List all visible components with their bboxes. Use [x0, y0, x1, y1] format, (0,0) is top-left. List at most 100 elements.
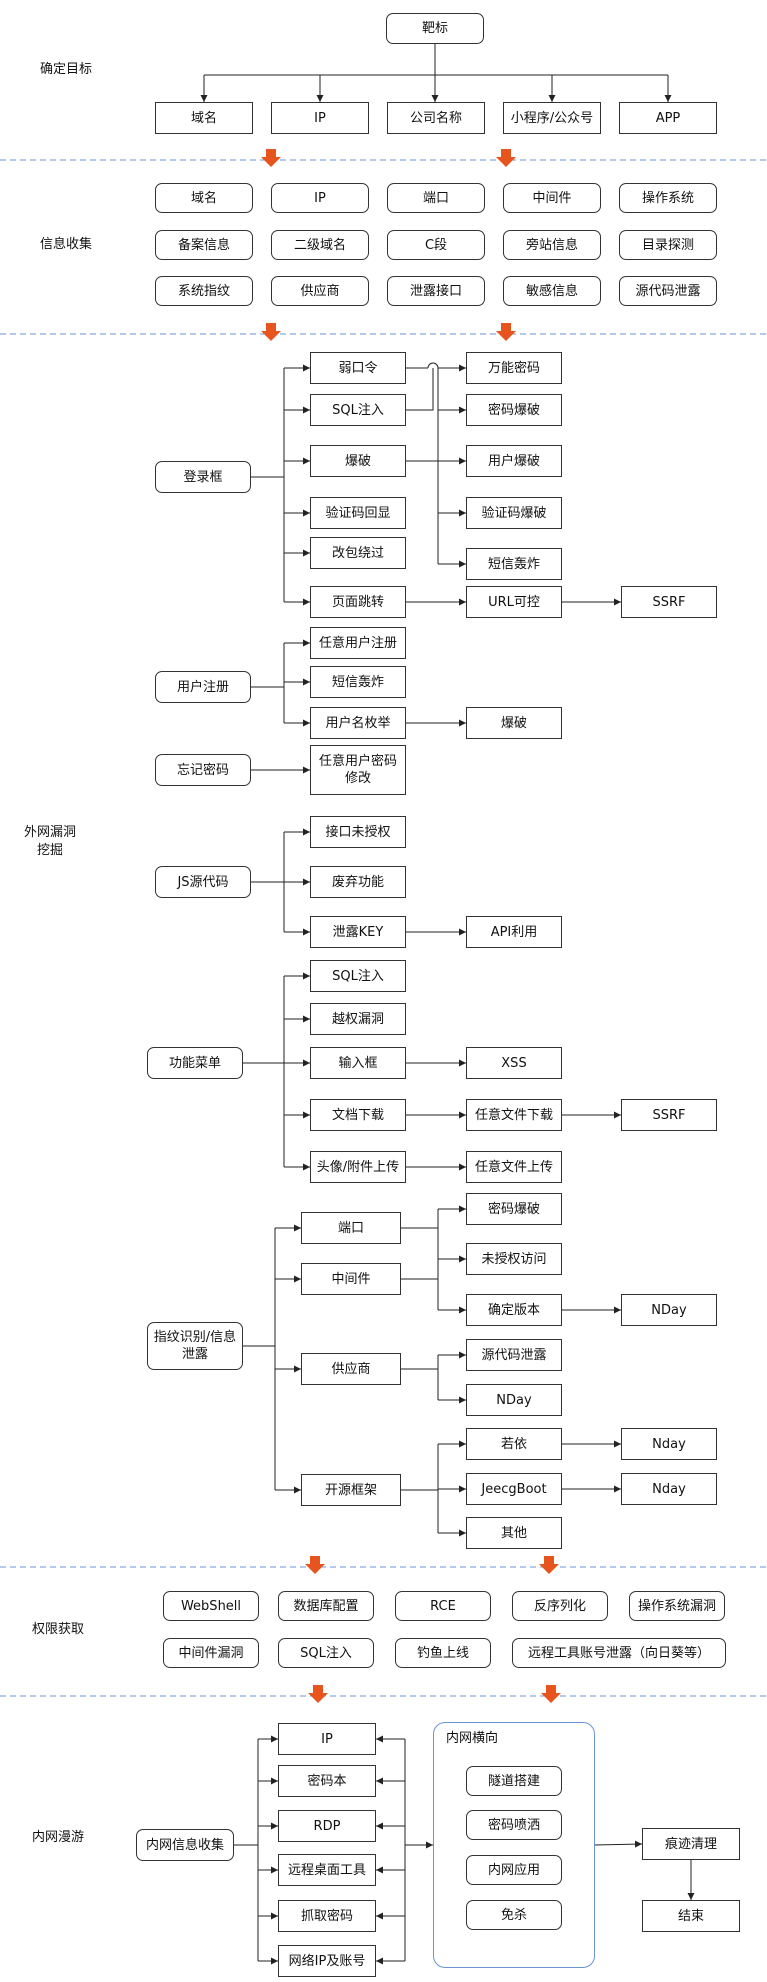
- fingerprint-middleware[interactable]: 中间件: [301, 1263, 401, 1295]
- info-csegment[interactable]: C段: [387, 230, 485, 260]
- info-port[interactable]: 端口: [387, 183, 485, 213]
- login-weak-password[interactable]: 弱口令: [310, 352, 406, 384]
- register-enum[interactable]: 用户名枚举: [310, 707, 406, 739]
- login-password-crack[interactable]: 密码爆破: [466, 394, 562, 426]
- menu-sqli[interactable]: SQL注入: [310, 960, 406, 992]
- menu-root[interactable]: 功能菜单: [147, 1047, 243, 1079]
- register-any-register[interactable]: 任意用户注册: [310, 627, 406, 659]
- priv-middleware-vuln[interactable]: 中间件漏洞: [163, 1638, 259, 1668]
- info-source-leak[interactable]: 源代码泄露: [619, 276, 717, 306]
- info-vendor[interactable]: 供应商: [271, 276, 369, 306]
- intranet-remote-desktop-tool[interactable]: 远程桌面工具: [278, 1854, 376, 1886]
- lateral-spray[interactable]: 密码喷洒: [466, 1810, 562, 1840]
- priv-phishing[interactable]: 钓鱼上线: [395, 1638, 491, 1668]
- forgot-reset[interactable]: 任意用户密码修改: [310, 745, 406, 795]
- section-label-external: 外网漏洞 挖掘: [23, 825, 76, 858]
- menu-ssrf[interactable]: SSRF: [621, 1099, 717, 1131]
- fingerprint-unauth[interactable]: 未授权访问: [466, 1243, 562, 1275]
- info-sidesite[interactable]: 旁站信息: [503, 230, 601, 260]
- login-ssrf[interactable]: SSRF: [621, 586, 717, 618]
- priv-deserialize[interactable]: 反序列化: [512, 1591, 608, 1621]
- info-os[interactable]: 操作系统: [619, 183, 717, 213]
- forgot-root[interactable]: 忘记密码: [155, 754, 251, 786]
- target-app[interactable]: APP: [619, 102, 717, 134]
- fingerprint-source-leak[interactable]: 源代码泄露: [466, 1339, 562, 1371]
- login-packet-bypass[interactable]: 改包绕过: [310, 537, 406, 569]
- login-url-control[interactable]: URL可控: [466, 586, 562, 618]
- fingerprint-ruoyi[interactable]: 若依: [466, 1428, 562, 1460]
- priv-sqli[interactable]: SQL注入: [278, 1638, 374, 1668]
- target-root[interactable]: 靶标: [386, 13, 484, 44]
- login-universal-password[interactable]: 万能密码: [466, 352, 562, 384]
- js-unauth-api[interactable]: 接口未授权: [310, 816, 406, 848]
- lateral-app[interactable]: 内网应用: [466, 1855, 562, 1885]
- register-root[interactable]: 用户注册: [155, 671, 251, 703]
- priv-webshell[interactable]: WebShell: [163, 1591, 259, 1621]
- login-bruteforce[interactable]: 爆破: [310, 445, 406, 477]
- fingerprint-vendor[interactable]: 供应商: [301, 1353, 401, 1385]
- login-page-redirect[interactable]: 页面跳转: [310, 586, 406, 618]
- intranet-collect[interactable]: 内网信息收集: [136, 1829, 234, 1861]
- menu-input[interactable]: 输入框: [310, 1047, 406, 1079]
- fingerprint-nday-jeecg[interactable]: Nday: [621, 1473, 717, 1505]
- lateral-tunnel[interactable]: 隧道搭建: [466, 1766, 562, 1796]
- menu-any-download[interactable]: 任意文件下载: [466, 1099, 562, 1131]
- js-api-use[interactable]: API利用: [466, 916, 562, 948]
- connector-hop: [427, 362, 439, 369]
- fingerprint-jeecg[interactable]: JeecgBoot: [466, 1473, 562, 1505]
- fingerprint-nday-version[interactable]: NDay: [621, 1294, 717, 1326]
- register-sms-bomb[interactable]: 短信轰炸: [310, 666, 406, 698]
- login-user-crack[interactable]: 用户爆破: [466, 445, 562, 477]
- fingerprint-version[interactable]: 确定版本: [466, 1294, 562, 1326]
- info-middleware[interactable]: 中间件: [503, 183, 601, 213]
- fingerprint-framework[interactable]: 开源框架: [301, 1474, 401, 1506]
- menu-any-upload[interactable]: 任意文件上传: [466, 1151, 562, 1183]
- target-domain[interactable]: 域名: [155, 102, 253, 134]
- target-ip[interactable]: IP: [271, 102, 369, 134]
- login-captcha-echo[interactable]: 验证码回显: [310, 497, 406, 529]
- intranet-ip[interactable]: IP: [278, 1723, 376, 1755]
- menu-privesc[interactable]: 越权漏洞: [310, 1003, 406, 1035]
- target-company[interactable]: 公司名称: [387, 102, 485, 134]
- login-sms-bomb[interactable]: 短信轰炸: [466, 548, 562, 580]
- menu-download[interactable]: 文档下载: [310, 1099, 406, 1131]
- priv-dbconfig[interactable]: 数据库配置: [278, 1591, 374, 1621]
- js-root[interactable]: JS源代码: [155, 866, 251, 898]
- intranet-dump-password[interactable]: 抓取密码: [278, 1900, 376, 1932]
- login-root[interactable]: 登录框: [155, 461, 251, 493]
- priv-remote-tool-leak[interactable]: 远程工具账号泄露（向日葵等）: [512, 1638, 726, 1668]
- js-deprecated[interactable]: 废弃功能: [310, 866, 406, 898]
- info-dirscan[interactable]: 目录探测: [619, 230, 717, 260]
- target-miniprogram[interactable]: 小程序/公众号: [503, 102, 601, 134]
- info-subdomain[interactable]: 二级域名: [271, 230, 369, 260]
- login-captcha-crack[interactable]: 验证码爆破: [466, 497, 562, 529]
- info-fingerprint[interactable]: 系统指纹: [155, 276, 253, 306]
- fingerprint-other[interactable]: 其他: [466, 1517, 562, 1549]
- intranet-network-account[interactable]: 网络IP及账号: [278, 1945, 376, 1977]
- fingerprint-root[interactable]: 指纹识别/信息泄露: [147, 1322, 243, 1370]
- fingerprint-nday-ruoyi[interactable]: Nday: [621, 1428, 717, 1460]
- info-domain[interactable]: 域名: [155, 183, 253, 213]
- section-label-target: 确定目标: [39, 62, 92, 77]
- register-crack[interactable]: 爆破: [466, 707, 562, 739]
- fingerprint-pwd-crack[interactable]: 密码爆破: [466, 1193, 562, 1225]
- info-leak-api[interactable]: 泄露接口: [387, 276, 485, 306]
- lateral-av-evasion[interactable]: 免杀: [466, 1900, 562, 1930]
- menu-xss[interactable]: XSS: [466, 1047, 562, 1079]
- info-icp[interactable]: 备案信息: [155, 230, 253, 260]
- fingerprint-port[interactable]: 端口: [301, 1212, 401, 1244]
- fingerprint-nday-vendor[interactable]: NDay: [466, 1384, 562, 1416]
- info-sensitive[interactable]: 敏感信息: [503, 276, 601, 306]
- info-ip[interactable]: IP: [271, 183, 369, 213]
- priv-os-vuln[interactable]: 操作系统漏洞: [629, 1591, 725, 1621]
- menu-upload[interactable]: 头像/附件上传: [310, 1151, 406, 1183]
- login-sqli[interactable]: SQL注入: [310, 394, 406, 426]
- flow-arrow-icon: [541, 1685, 561, 1703]
- intranet-password-book[interactable]: 密码本: [278, 1765, 376, 1797]
- flow-arrow-icon: [261, 149, 281, 167]
- intranet-cleanup[interactable]: 痕迹清理: [642, 1828, 740, 1860]
- priv-rce[interactable]: RCE: [395, 1591, 491, 1621]
- js-leak-key[interactable]: 泄露KEY: [310, 916, 406, 948]
- intranet-rdp[interactable]: RDP: [278, 1810, 376, 1842]
- intranet-end[interactable]: 结束: [642, 1900, 740, 1932]
